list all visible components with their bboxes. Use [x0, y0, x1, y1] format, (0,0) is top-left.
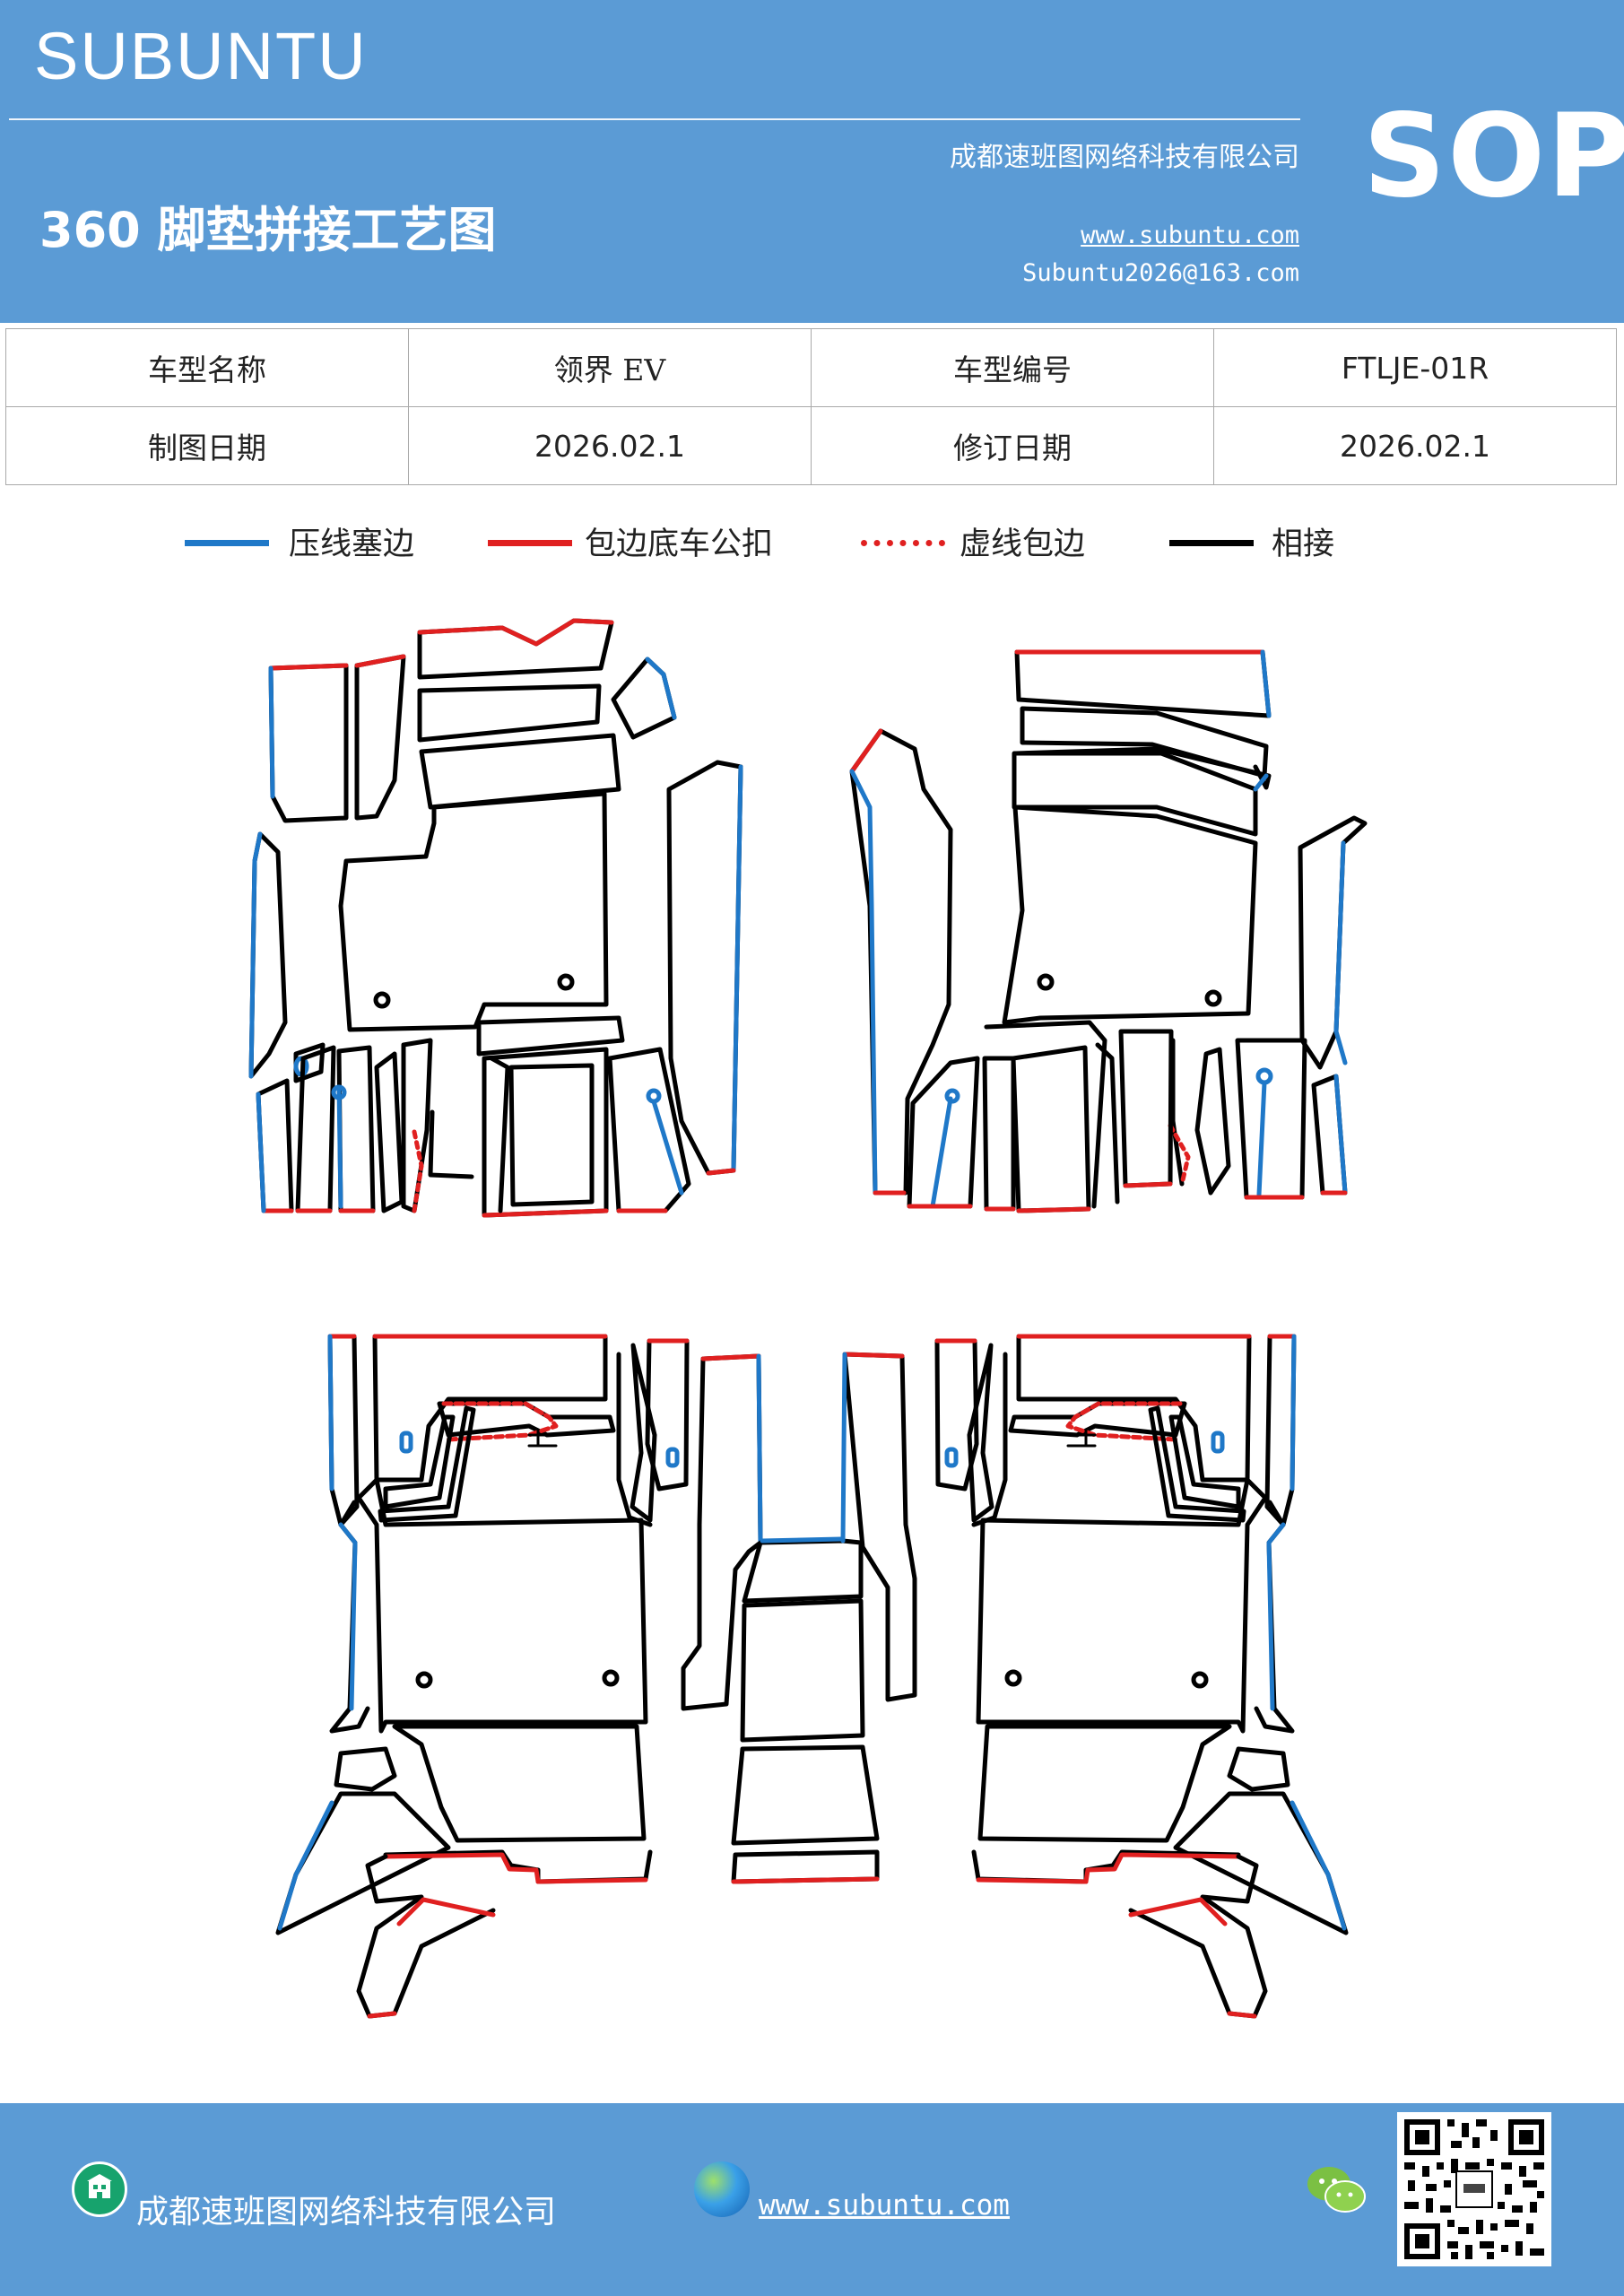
qr-code	[1397, 2112, 1551, 2266]
front-left-mat	[248, 618, 743, 1218]
revise-date-label: 修订日期	[811, 406, 1214, 485]
legend-label: 虚线包边	[960, 526, 1086, 562]
company-name: 成都速班图网络科技有限公司	[950, 142, 1299, 173]
sop-badge: SOP	[1363, 90, 1624, 223]
legend-label: 包边底车公扣	[585, 526, 774, 562]
draw-date-label: 制图日期	[5, 406, 409, 485]
legend-swatch-red	[488, 540, 572, 546]
rear-center-mat	[681, 1352, 917, 1884]
table-row: 车型名称 领界 EV 车型编号 FTLJE-01R	[5, 328, 1617, 407]
legend-swatch-red-dotted	[861, 540, 945, 546]
model-name-value: 领界 EV	[408, 328, 812, 407]
header-banner: SUBUNTU 360 脚垫拼接工艺图 成都速班图网络科技有限公司 www.su…	[0, 0, 1624, 323]
email-address[interactable]: Subuntu2026@163.com	[1022, 259, 1299, 287]
legend-swatch-black	[1169, 540, 1254, 546]
rear-right-mat	[934, 1334, 1349, 2019]
front-right-mat	[849, 649, 1368, 1213]
table-row: 制图日期 2026.02.1 修订日期 2026.02.1	[5, 406, 1617, 485]
model-code-label: 车型编号	[811, 328, 1214, 407]
draw-date-value: 2026.02.1	[408, 406, 812, 485]
header-divider	[9, 118, 1300, 120]
website-link[interactable]: www.subuntu.com	[1081, 222, 1299, 249]
globe-icon	[694, 2161, 750, 2217]
legend-label: 压线塞边	[289, 526, 415, 562]
footer-banner: 成都速班图网络科技有限公司 www.subuntu.com	[0, 2103, 1624, 2296]
wechat-icon[interactable]	[1305, 2162, 1368, 2216]
model-name-label: 车型名称	[5, 328, 409, 407]
footer-company: 成都速班图网络科技有限公司	[136, 2194, 557, 2231]
revise-date-value: 2026.02.1	[1213, 406, 1617, 485]
model-code-value: FTLJE-01R	[1213, 328, 1617, 407]
page-title: 360 脚垫拼接工艺图	[39, 202, 497, 258]
rear-left-mat	[275, 1334, 690, 2019]
legend-label: 相接	[1272, 526, 1335, 562]
footer-website-link[interactable]: www.subuntu.com	[759, 2189, 1010, 2222]
legend-swatch-blue	[185, 540, 269, 546]
legend: 压线塞边 包边底车公扣 虚线包边 相接	[0, 518, 1624, 581]
building-icon	[72, 2161, 127, 2217]
info-table: 车型名称 领界 EV 车型编号 FTLJE-01R 制图日期 2026.02.1…	[5, 328, 1617, 485]
brand-name: SUBUNTU	[34, 19, 368, 93]
